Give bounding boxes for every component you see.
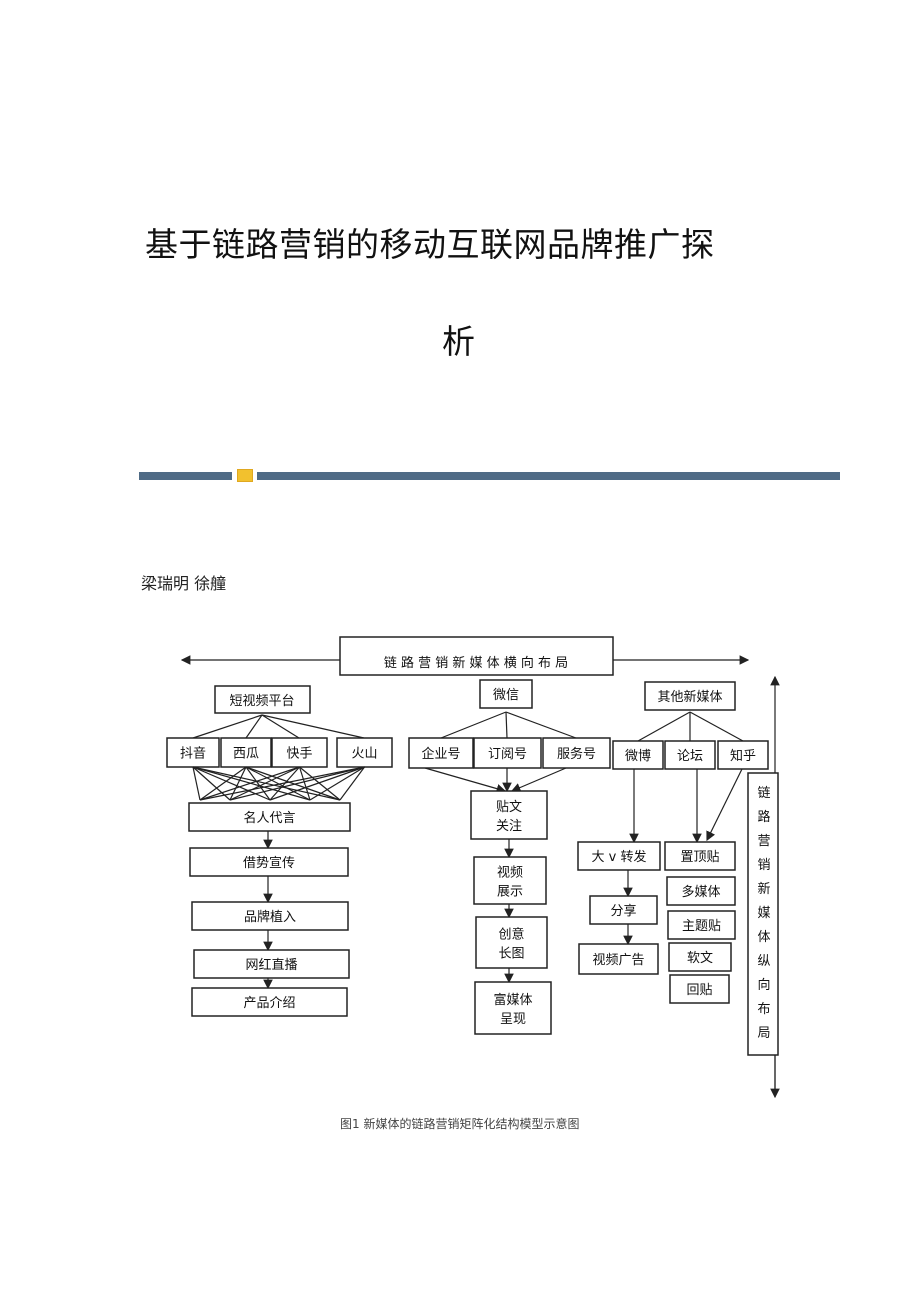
vertical-char: 销 [757, 858, 770, 873]
wechat-step-line1: 创意 [498, 927, 524, 943]
wechat-step-line1: 富媒体 [493, 992, 532, 1008]
wechat-label: 微信 [493, 688, 519, 703]
wechat-step-box [473, 856, 547, 905]
wechat-account: 服务号 [557, 746, 596, 762]
short-video-step-box [191, 901, 349, 931]
short-video-step-box [188, 802, 351, 832]
wechat-step-line2: 长图 [498, 947, 524, 962]
weibo-step: 视频广告 [592, 953, 644, 968]
wechat-account-box [473, 737, 542, 769]
wechat-account-box [408, 737, 474, 769]
horizontal-layout-label: 链 路 营 销 新 媒 体 横 向 布 局 [384, 655, 568, 671]
short-video-step-box [189, 847, 349, 877]
other-platform-box [664, 740, 716, 770]
other-platform: 论坛 [677, 749, 703, 764]
short-video-step-box [193, 949, 350, 979]
vertical-char: 链 [757, 786, 770, 801]
envelope-icon [237, 469, 253, 482]
platform-2: 快手 [286, 747, 312, 762]
forum-step-box [668, 942, 732, 972]
vertical-char: 路 [757, 809, 770, 825]
forum-step-box [664, 841, 736, 871]
wechat-step-line1: 贴文 [496, 800, 522, 815]
platform-2-box [271, 737, 328, 768]
forum-step-box [667, 910, 736, 940]
wechat-step-line2: 呈现 [500, 1012, 526, 1027]
divider-right [257, 472, 840, 480]
forum-step: 主题贴 [682, 919, 721, 934]
other-platform-box [612, 740, 664, 770]
weibo-step: 分享 [610, 903, 636, 919]
wechat-step-box [474, 981, 552, 1035]
vertical-char: 向 [757, 977, 770, 993]
vertical-char: 局 [757, 1026, 770, 1041]
wechat-step-line2: 关注 [496, 819, 522, 834]
forum-step: 回贴 [686, 983, 712, 998]
forum-step-box [666, 876, 736, 906]
title-line-1: 基于链路营销的移动互联网品牌推广探 [145, 225, 715, 264]
wechat-account: 企业号 [421, 746, 460, 762]
wechat-account-box [542, 737, 611, 769]
short-video-step: 名人代言 [243, 810, 295, 826]
vertical-layout-box [747, 772, 779, 1056]
short-video-step: 品牌植入 [244, 909, 296, 925]
horizontal-layout-box [339, 636, 614, 676]
figure-caption: 图1 新媒体的链路营销矩阵化结构模型示意图 [340, 1117, 580, 1131]
platform-0: 抖音 [180, 746, 206, 762]
wechat-account: 订阅号 [488, 747, 527, 762]
forum-step: 多媒体 [681, 884, 720, 900]
short-video-step: 网红直播 [245, 957, 297, 973]
short-video-label: 短视频平台 [229, 694, 294, 709]
platform-1: 西瓜 [233, 747, 259, 762]
forum-step: 置顶贴 [680, 850, 719, 865]
divider-left [139, 472, 232, 480]
forum-step-box [669, 974, 730, 1004]
platform-3: 火山 [351, 747, 377, 762]
weibo-step-box [577, 841, 661, 871]
vertical-char: 体 [757, 930, 770, 945]
weibo-step: 大 v 转发 [592, 849, 647, 865]
forum-step: 软文 [687, 951, 713, 966]
other-media-label: 其他新媒体 [657, 689, 722, 705]
authors: 梁瑞明 徐艟 [141, 574, 227, 593]
short-video-step: 产品介绍 [243, 996, 295, 1011]
vertical-char: 纵 [757, 954, 770, 969]
other-platform: 微博 [625, 749, 651, 764]
wechat-step-line1: 视频 [497, 866, 523, 881]
platform-0-box [166, 737, 220, 768]
wechat-step-line2: 展示 [497, 885, 523, 900]
title-line-2: 析 [442, 322, 475, 361]
platform-3-box [336, 737, 393, 768]
other-platform: 知乎 [730, 748, 756, 764]
vertical-char: 布 [757, 1002, 770, 1017]
vertical-char: 新 [757, 881, 770, 897]
short-video-step-box [191, 987, 348, 1017]
weibo-step-box [589, 895, 658, 925]
vertical-char: 营 [757, 834, 770, 849]
weibo-step-box [578, 943, 659, 975]
vertical-char: 媒 [757, 906, 770, 921]
short-video-step: 借势宣传 [243, 855, 295, 871]
wechat-step-box [475, 916, 548, 969]
other-platform-box [717, 740, 769, 770]
platform-1-box [220, 737, 272, 768]
